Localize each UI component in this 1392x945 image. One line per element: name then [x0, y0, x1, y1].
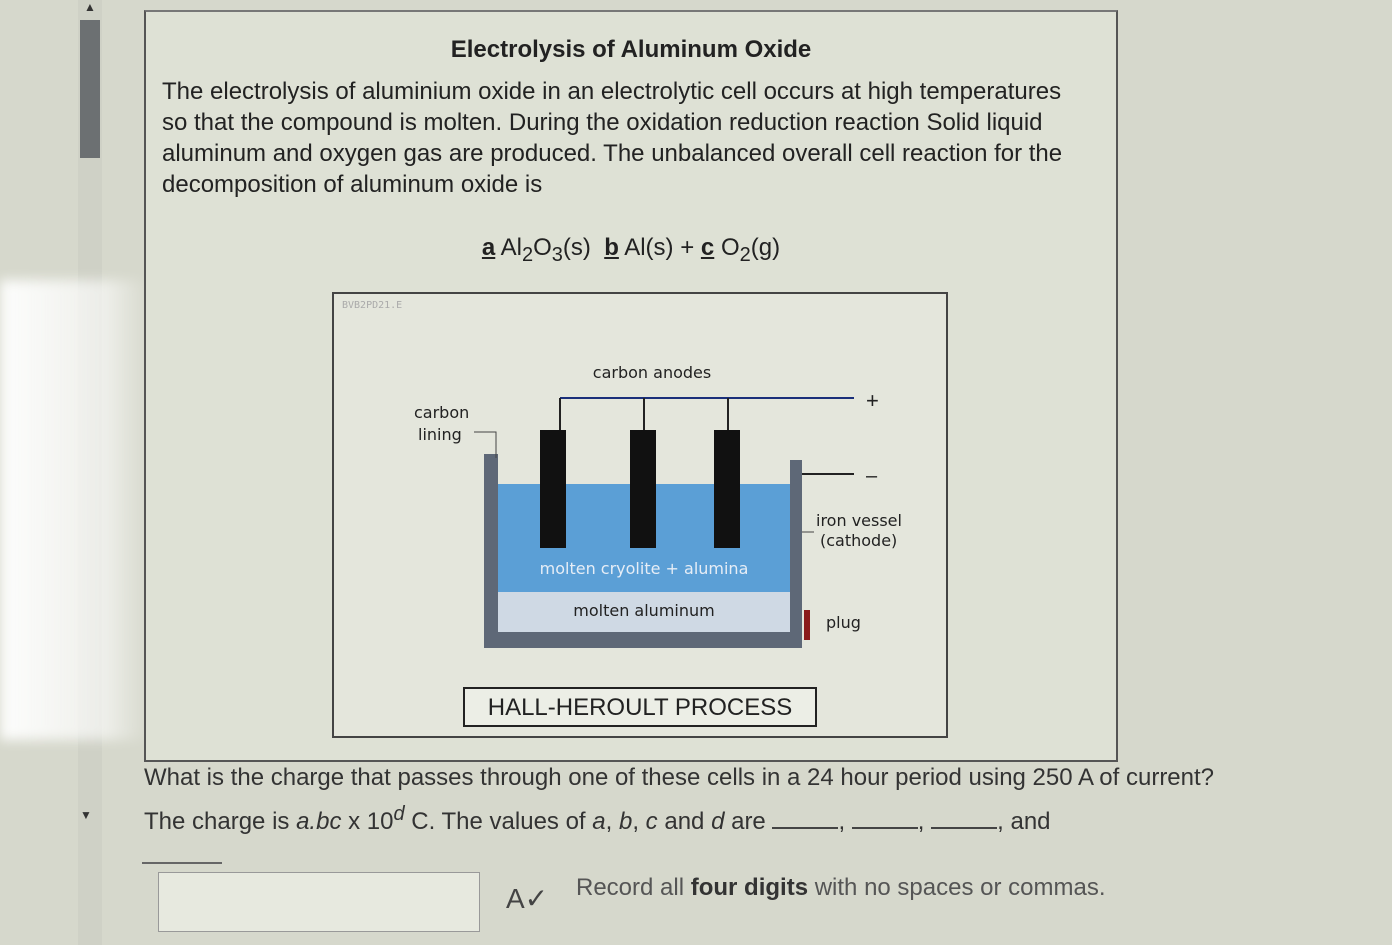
- electrolyte-label: molten cryolite + alumina: [540, 559, 749, 578]
- product-al: Al(s): [624, 234, 674, 261]
- lining-label-2: lining: [418, 425, 462, 444]
- charge-unit: C.: [404, 808, 436, 835]
- anode-block-3: [714, 430, 740, 548]
- are-word: are: [724, 808, 773, 835]
- var-a: a: [592, 808, 606, 835]
- anodes-label: carbon anodes: [593, 363, 711, 382]
- var-c: c: [645, 808, 658, 835]
- aluminum-label: molten aluminum: [573, 601, 714, 620]
- hall-heroult-diagram: BVB2PD21.E carbon anodes + – carbon lini…: [332, 292, 948, 738]
- hint-suffix: with no spaces or commas.: [808, 874, 1106, 901]
- reactant-o: O: [533, 234, 552, 261]
- plug: [804, 610, 810, 640]
- question-part2: The values of: [435, 808, 593, 835]
- charge-format: a.bc: [296, 808, 342, 835]
- caption-box: [463, 687, 817, 727]
- question-text: What is the charge that passes through o…: [144, 760, 1254, 840]
- vessel-label-1: iron vessel: [816, 511, 902, 530]
- lining-pointer: [474, 431, 497, 458]
- anode-block-1: [540, 430, 566, 548]
- reactant-sub2: 3: [551, 243, 563, 266]
- problem-frame: Electrolysis of Aluminum Oxide The elect…: [144, 10, 1118, 762]
- product-o: O: [720, 234, 740, 261]
- hint-prefix: Record all: [576, 874, 691, 901]
- cell-svg: BVB2PD21.E carbon anodes + – carbon lini…: [342, 300, 902, 727]
- exponent-d: d: [393, 803, 405, 825]
- blank-a[interactable]: [772, 807, 839, 829]
- lining-label-1: carbon: [414, 403, 469, 422]
- reactant-al: Al: [500, 234, 522, 261]
- var-b: b: [618, 808, 633, 835]
- diagram-caption: HALL-HEROULT PROCESS: [488, 694, 793, 721]
- screen-glare: [0, 280, 150, 740]
- spell-check-icon[interactable]: A✓: [506, 883, 549, 914]
- scrollbar-thumb[interactable]: [80, 20, 100, 158]
- vessel-wall-left: [484, 454, 498, 648]
- intro-paragraph: The electrolysis of aluminium oxide in a…: [162, 78, 1063, 198]
- caret-down-icon: ▼: [80, 808, 92, 822]
- negative-terminal: –: [866, 465, 878, 487]
- scroll-up-arrow-icon[interactable]: ▲: [84, 0, 96, 14]
- reactant-sub1: 2: [521, 243, 534, 266]
- reaction-equation: a Al2O3(s) b Al(s) + c O2(g): [146, 234, 1116, 267]
- and-word: and: [657, 808, 712, 835]
- comma-2: ,: [632, 808, 646, 835]
- var-d: d: [711, 808, 725, 835]
- molten-aluminum-layer: [498, 592, 790, 632]
- coefficient-b: b: [604, 234, 619, 261]
- product-sub: 2: [739, 243, 751, 266]
- separator-3: , and: [997, 808, 1051, 835]
- plus-sign: +: [680, 234, 695, 261]
- times-ten: x 10: [341, 808, 394, 835]
- answer-hint: Record all four digits with no spaces or…: [576, 874, 1106, 902]
- vessel-label-2: (cathode): [820, 531, 897, 550]
- plug-label: plug: [826, 613, 861, 632]
- coefficient-a: a: [481, 234, 496, 261]
- blank-b[interactable]: [851, 807, 918, 829]
- coefficient-c: c: [700, 234, 715, 261]
- blank-d[interactable]: [142, 862, 222, 864]
- reactant-state: (s): [562, 234, 591, 261]
- blank-c[interactable]: [931, 807, 998, 829]
- separator-1: ,: [838, 808, 852, 835]
- vessel-wall-right: [790, 460, 802, 642]
- product-state: (g): [750, 234, 781, 261]
- vessel-floor: [484, 632, 802, 648]
- positive-terminal: +: [866, 388, 879, 413]
- page-title: Electrolysis of Aluminum Oxide: [450, 36, 812, 63]
- separator-2: ,: [917, 808, 932, 835]
- diagram-id-label: BVB2PD21.E: [342, 300, 402, 311]
- answer-input[interactable]: [158, 872, 480, 932]
- anode-block-2: [630, 430, 656, 548]
- comma-1: ,: [605, 808, 619, 835]
- question-part1: What is the charge that passes through o…: [144, 764, 1215, 835]
- hint-bold: four digits: [690, 874, 809, 901]
